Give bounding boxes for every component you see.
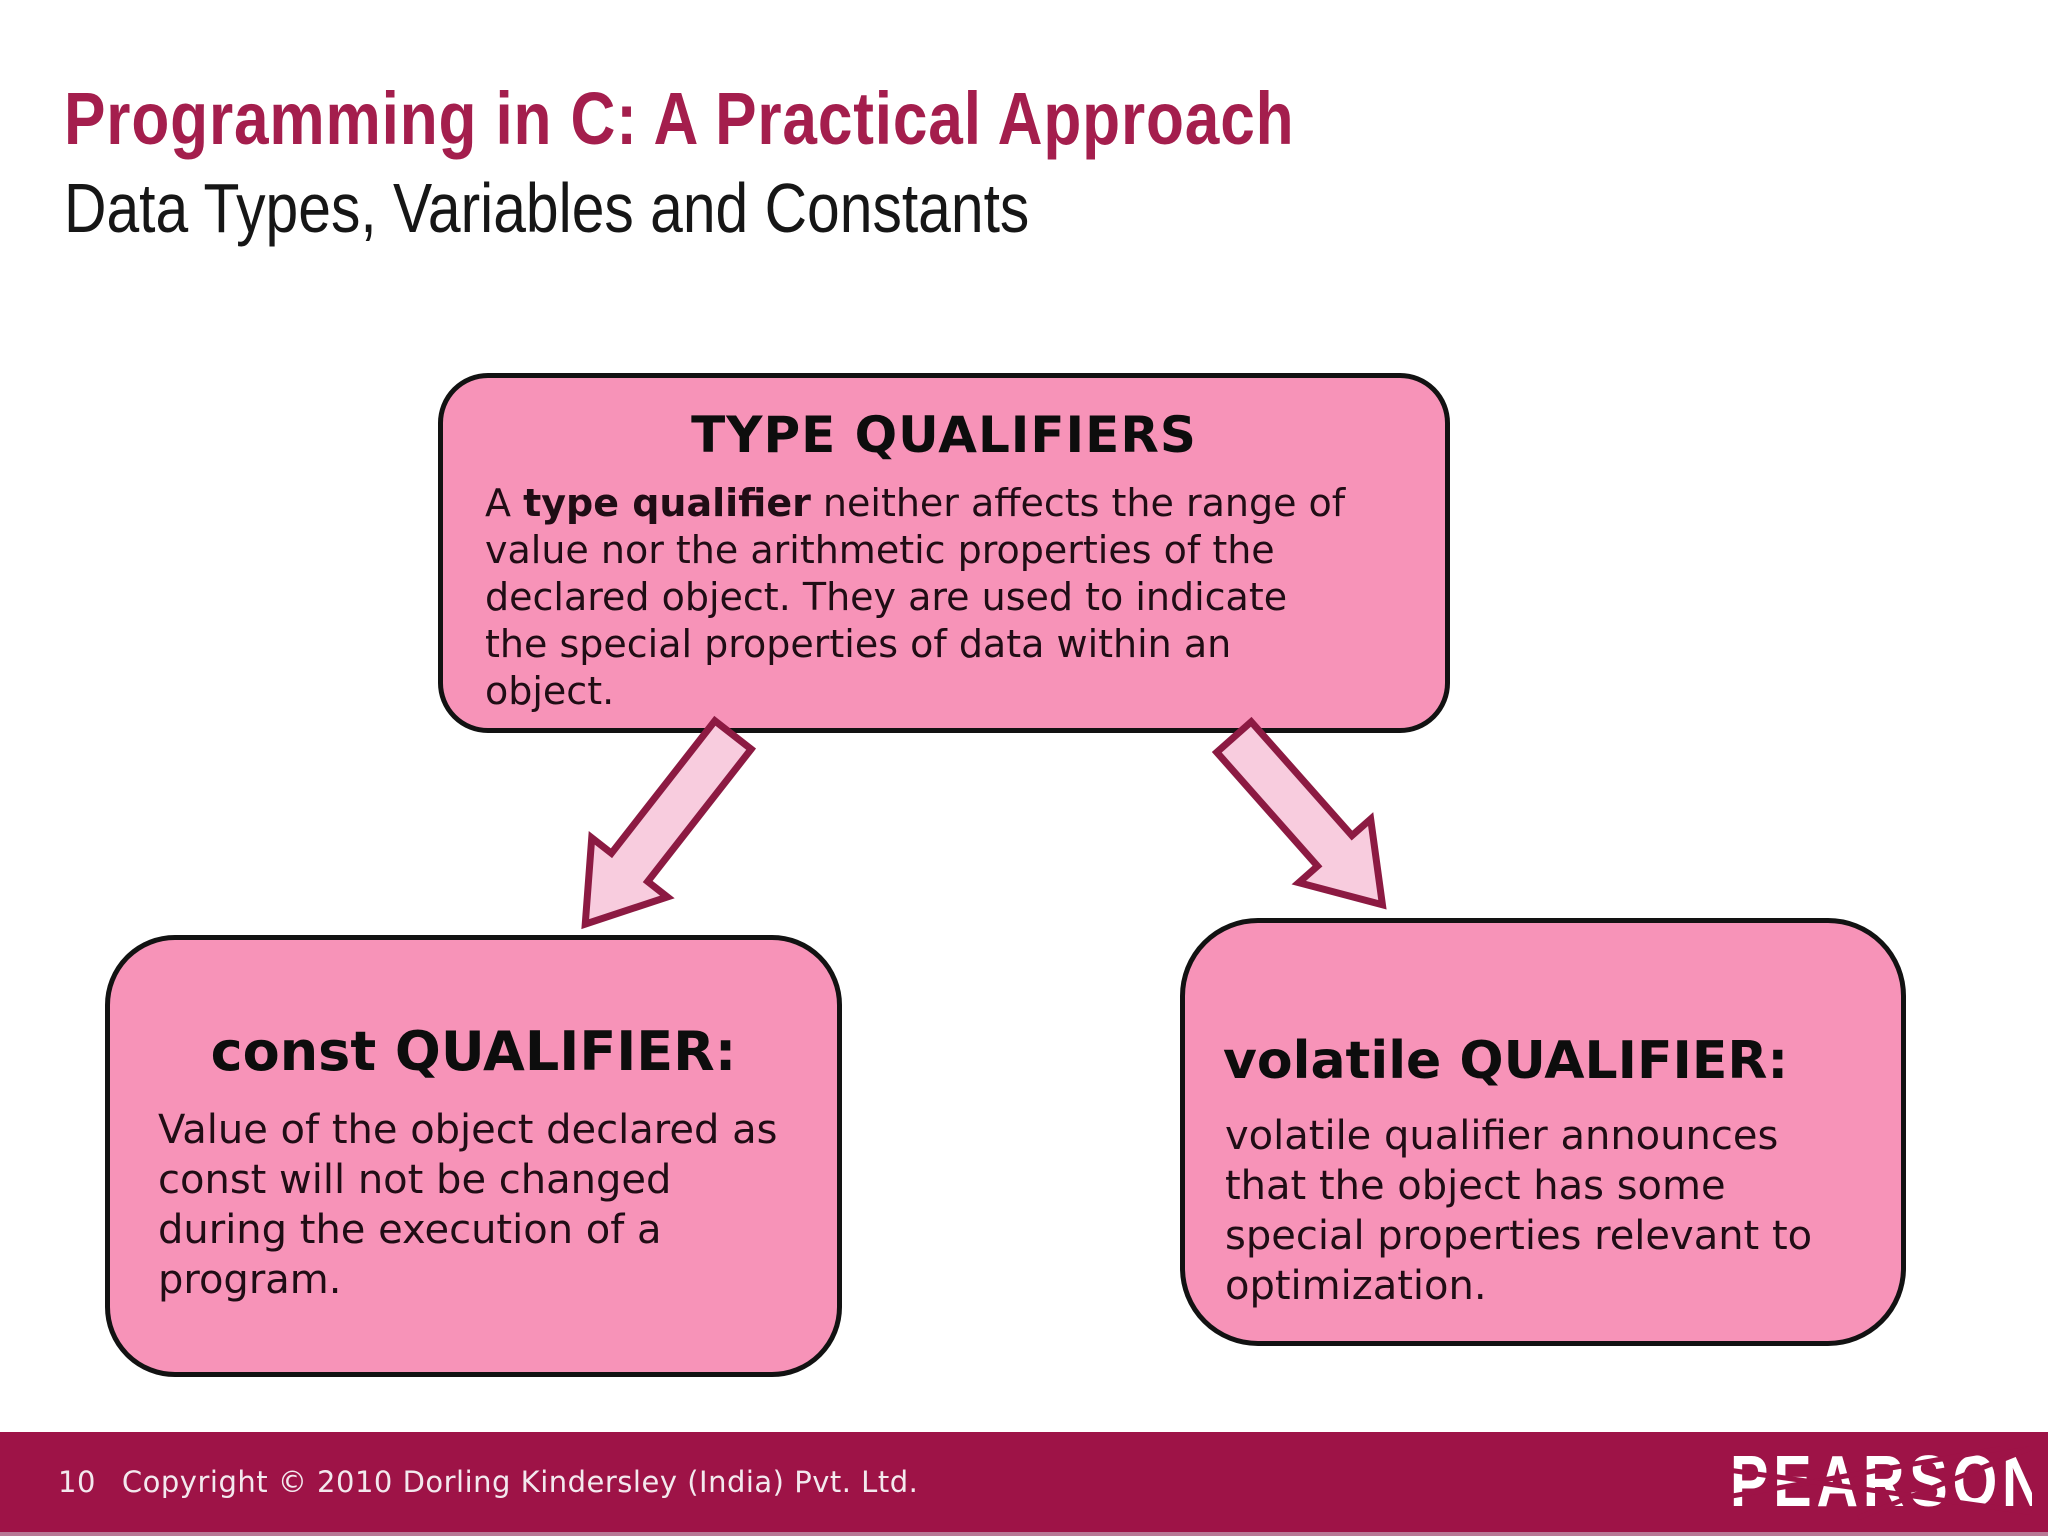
body-text-bold: type qualifier xyxy=(523,481,811,525)
body-line: the special properties of data within an xyxy=(485,622,1232,666)
body-line: value nor the arithmetic properties of t… xyxy=(485,528,1275,572)
body-text: A xyxy=(485,481,524,525)
page-number: 10 xyxy=(58,1465,96,1499)
body-line: that the object has some xyxy=(1225,1163,1726,1209)
volatile-qualifier-body: volatile qualifier announces that the ob… xyxy=(1225,1111,1875,1311)
body-line: during the execution of a xyxy=(158,1207,662,1253)
body-line: program. xyxy=(158,1257,342,1303)
const-qualifier-body: Value of the object declared as const wi… xyxy=(158,1105,811,1305)
body-line: special properties relevant to xyxy=(1225,1213,1813,1259)
body-line: declared object. They are used to indica… xyxy=(485,575,1288,619)
type-qualifiers-box: TYPE QUALIFIERS A type qualifier neither… xyxy=(438,373,1450,733)
const-qualifier-heading: const QUALIFIER: xyxy=(210,1020,737,1083)
type-qualifiers-body: A type qualifier neither affects the ran… xyxy=(485,480,1417,715)
footer-bar: 10 Copyright © 2010 Dorling Kindersley (… xyxy=(0,1432,2048,1536)
slide-title: Programming in C: A Practical Approach xyxy=(64,77,1295,160)
down-right-arrow xyxy=(1211,716,1387,910)
volatile-qualifier-box: volatile QUALIFIER: volatile qualifier a… xyxy=(1180,918,1906,1346)
down-left-arrow xyxy=(581,715,757,930)
body-text: neither affects the range of xyxy=(810,481,1346,525)
slide-subtitle: Data Types, Variables and Constants xyxy=(64,169,1030,247)
footer-bottom-accent xyxy=(0,1532,2048,1536)
body-line: volatile qualifier announces xyxy=(1225,1113,1779,1159)
pearson-logo: PEARSON xyxy=(1730,1446,2032,1522)
type-qualifiers-heading: TYPE QUALIFIERS xyxy=(691,406,1197,464)
copyright-text: Copyright © 2010 Dorling Kindersley (Ind… xyxy=(121,1465,919,1499)
const-qualifier-box: const QUALIFIER: Value of the object dec… xyxy=(105,935,842,1377)
body-line: optimization. xyxy=(1225,1263,1487,1309)
body-line: Value of the object declared as xyxy=(158,1107,778,1153)
footer-text: 10 Copyright © 2010 Dorling Kindersley (… xyxy=(58,1432,918,1532)
body-line: A type qualifier neither affects the ran… xyxy=(485,480,1417,527)
body-line: const will not be changed xyxy=(158,1157,672,1203)
volatile-qualifier-heading: volatile QUALIFIER: xyxy=(1223,1031,1789,1091)
body-line: object. xyxy=(485,669,615,713)
